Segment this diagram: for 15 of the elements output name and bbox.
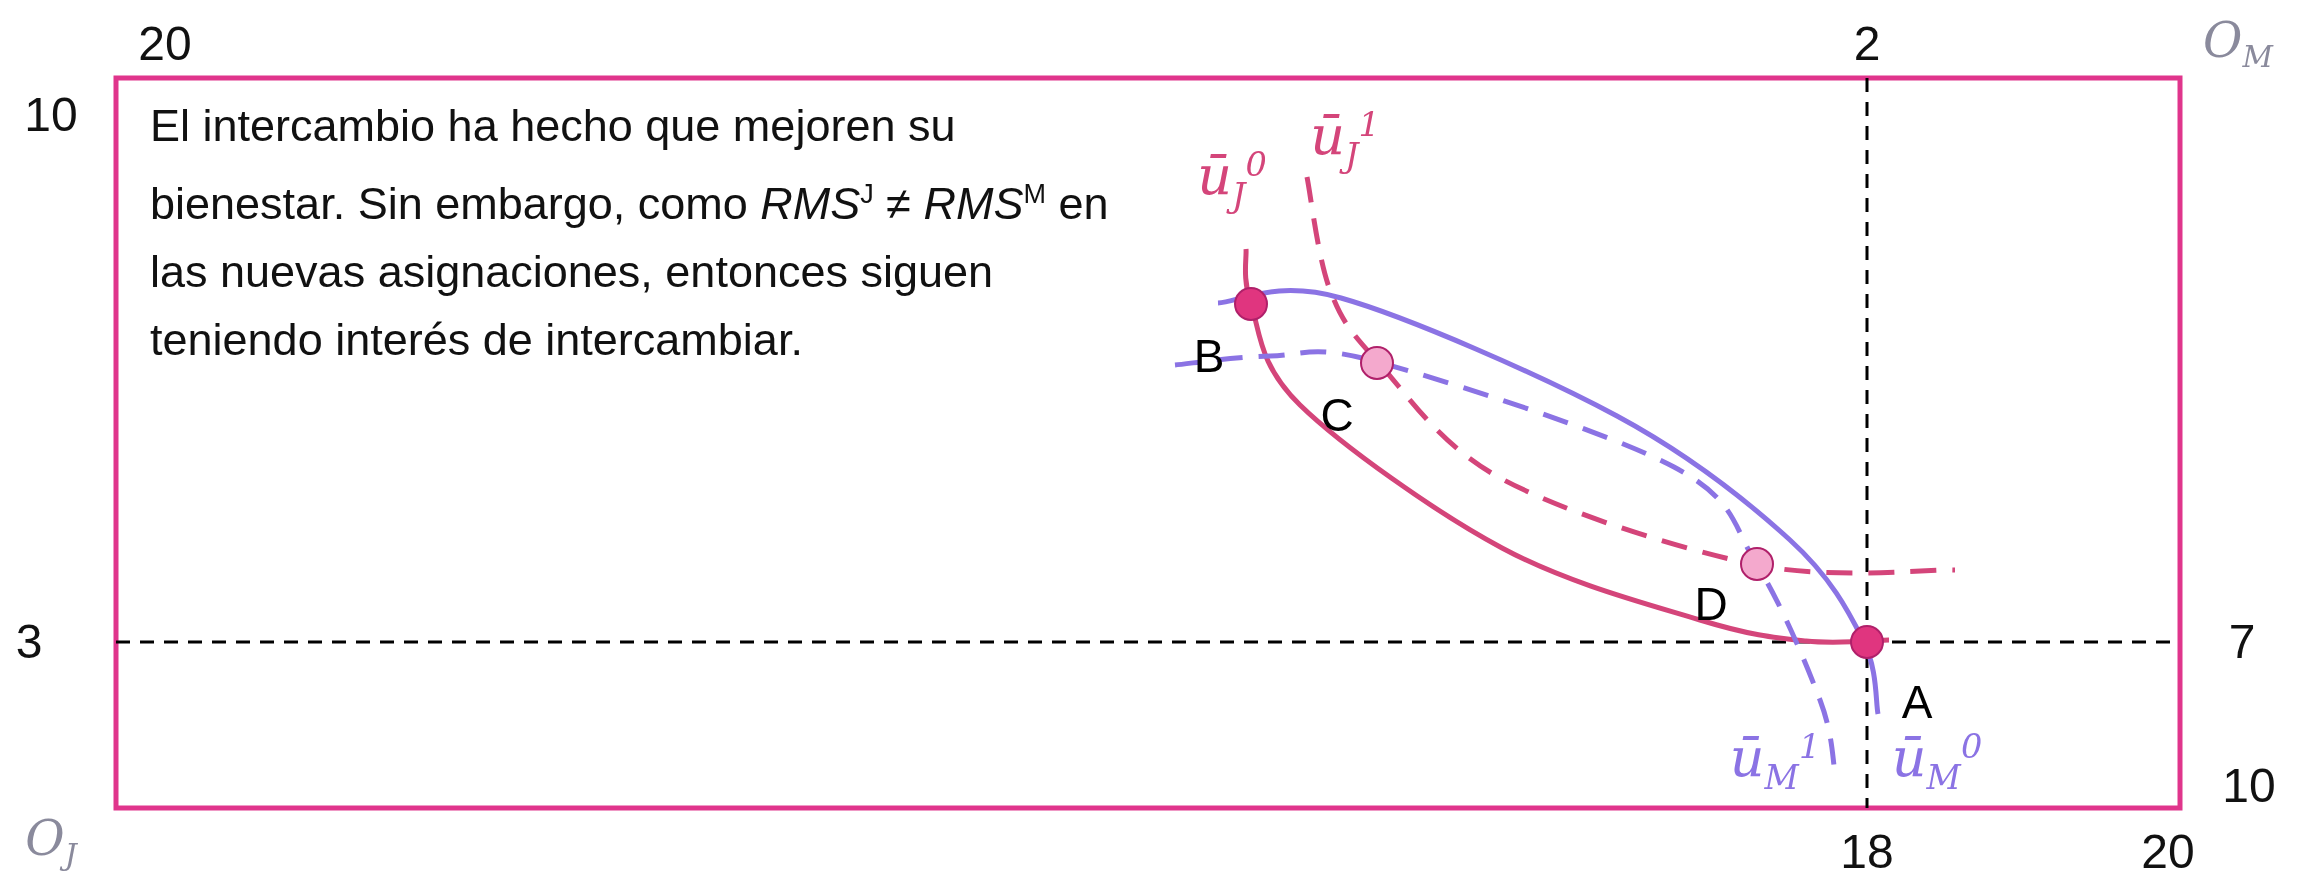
origin-label: O$_{J}$: [25, 813, 77, 871]
axis-value: 7: [2228, 618, 2256, 666]
axis-value: 3: [15, 618, 43, 666]
point-label: A: [1901, 679, 1933, 725]
axis-value: 20: [138, 20, 192, 68]
origin-label: O$_{M}$: [2203, 15, 2273, 73]
axis-value: 18: [1840, 828, 1894, 876]
axis-value: 20: [2141, 828, 2195, 876]
point-label: D: [1694, 581, 1728, 627]
note-text: El intercambio ha hecho que mejoren su bienestar. Sin embargo, como RMS$^{J}$ ≠ RMS$^{M}$ en las nuevas asignaciones, entonces siguen teniendo interés de intercambiar.: [150, 99, 1110, 367]
axis-value: 10: [2222, 762, 2276, 810]
axis-value: 2: [1853, 20, 1881, 68]
axis-value: 10: [24, 91, 78, 139]
point-label: C: [1320, 392, 1354, 438]
point-label: B: [1193, 333, 1225, 379]
